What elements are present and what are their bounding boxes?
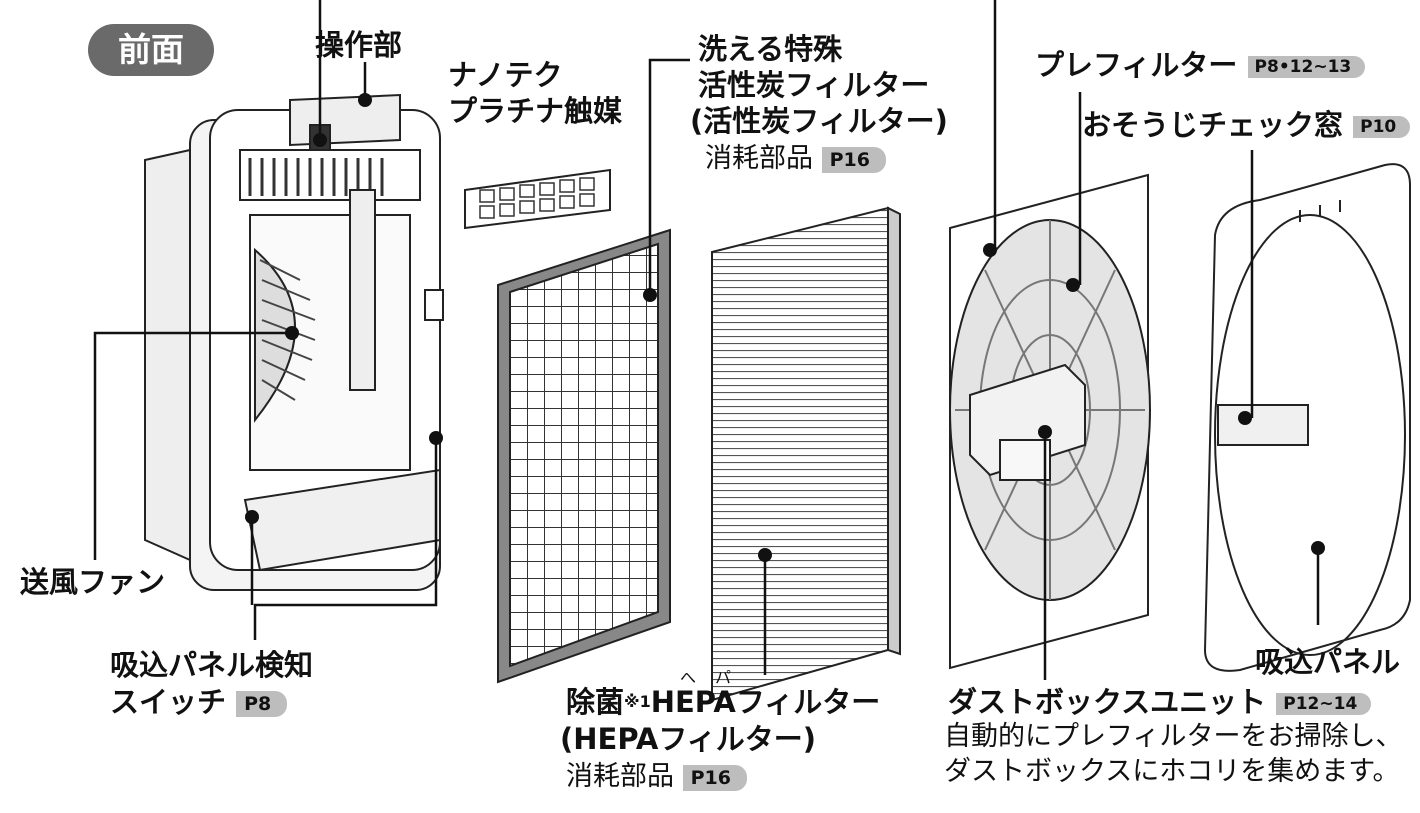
dustbox-desc-line2: ダストボックスにホコリを集めます。 bbox=[944, 756, 1400, 787]
check-window-label: おそうじチェック窓 bbox=[1082, 108, 1344, 142]
leader-lines bbox=[93, 0, 1320, 680]
hepa-note-mark: ※1 bbox=[624, 692, 651, 711]
carbon-consumable-text: 消耗部品 bbox=[705, 143, 813, 174]
fan-label: 送風ファン bbox=[20, 565, 166, 599]
main-unit-body bbox=[144, 93, 444, 591]
hepa-label-line1: 除菌※1HEPAフィルター bbox=[566, 685, 880, 719]
control-panel-label: 操作部 bbox=[315, 28, 403, 62]
intake-panel bbox=[1203, 163, 1411, 672]
hepa-filter bbox=[711, 206, 901, 702]
carbon-page-ref: P16 bbox=[821, 146, 886, 173]
hepa-consumable-text: 消耗部品 bbox=[566, 761, 674, 792]
switch-label-line2: スイッチ P8 bbox=[110, 685, 288, 719]
switch-label-line1: 吸込パネル検知 bbox=[110, 648, 314, 682]
intake-panel-label: 吸込パネル bbox=[1255, 645, 1401, 679]
hepa-label-pre: 除菌 bbox=[566, 685, 625, 719]
leader-switch bbox=[253, 438, 438, 640]
hepa-label-post: HEPAフィルター bbox=[650, 685, 881, 719]
leader-fan bbox=[93, 331, 292, 560]
hepa-consumable-line: 消耗部品 P16 bbox=[566, 760, 747, 793]
hepa-page-ref: P16 bbox=[682, 764, 747, 791]
carbon-filter bbox=[497, 228, 671, 684]
carbon-consumable-line: 消耗部品 P16 bbox=[705, 142, 886, 175]
prefilter-assembly bbox=[949, 173, 1151, 670]
dustbox-label: ダストボックスユニット bbox=[948, 685, 1267, 719]
prefilter-page-ref: P8•12~13 bbox=[1247, 56, 1366, 78]
carbon-label-line2: 活性炭フィルター bbox=[698, 68, 930, 102]
leader-carbon-filter bbox=[648, 58, 690, 295]
check-window-page-ref: P10 bbox=[1353, 116, 1411, 138]
hepa-ruby-pa: パ bbox=[715, 668, 732, 687]
switch-label-text: スイッチ bbox=[110, 685, 227, 719]
nanotech-label-line2: プラチナ触媒 bbox=[448, 94, 623, 128]
hepa-ruby-he: へ bbox=[680, 668, 697, 687]
dustbox-desc-line1: 自動的にプレフィルターをお掃除し、 bbox=[944, 721, 1403, 752]
switch-page-ref: P8 bbox=[236, 691, 288, 717]
nanotech-catalyst bbox=[464, 168, 611, 230]
carbon-label-line3: (活性炭フィルター) bbox=[690, 104, 948, 138]
prefilter-label: プレフィルター bbox=[1035, 48, 1238, 82]
dustbox-page-ref: P12~14 bbox=[1276, 693, 1372, 715]
leader-dots bbox=[245, 93, 1325, 562]
front-badge: 前面 bbox=[88, 24, 214, 76]
nanotech-label-line1: ナノテク bbox=[448, 58, 563, 92]
hepa-label-line2: (HEPAフィルター) bbox=[560, 722, 817, 756]
prefilter-label-line: プレフィルター P8•12~13 bbox=[1035, 48, 1366, 82]
check-window-label-line: おそうじチェック窓 P10 bbox=[1082, 108, 1411, 142]
dustbox-label-line: ダストボックスユニット P12~14 bbox=[948, 685, 1372, 719]
carbon-label-line1: 洗える特殊 bbox=[698, 32, 843, 66]
